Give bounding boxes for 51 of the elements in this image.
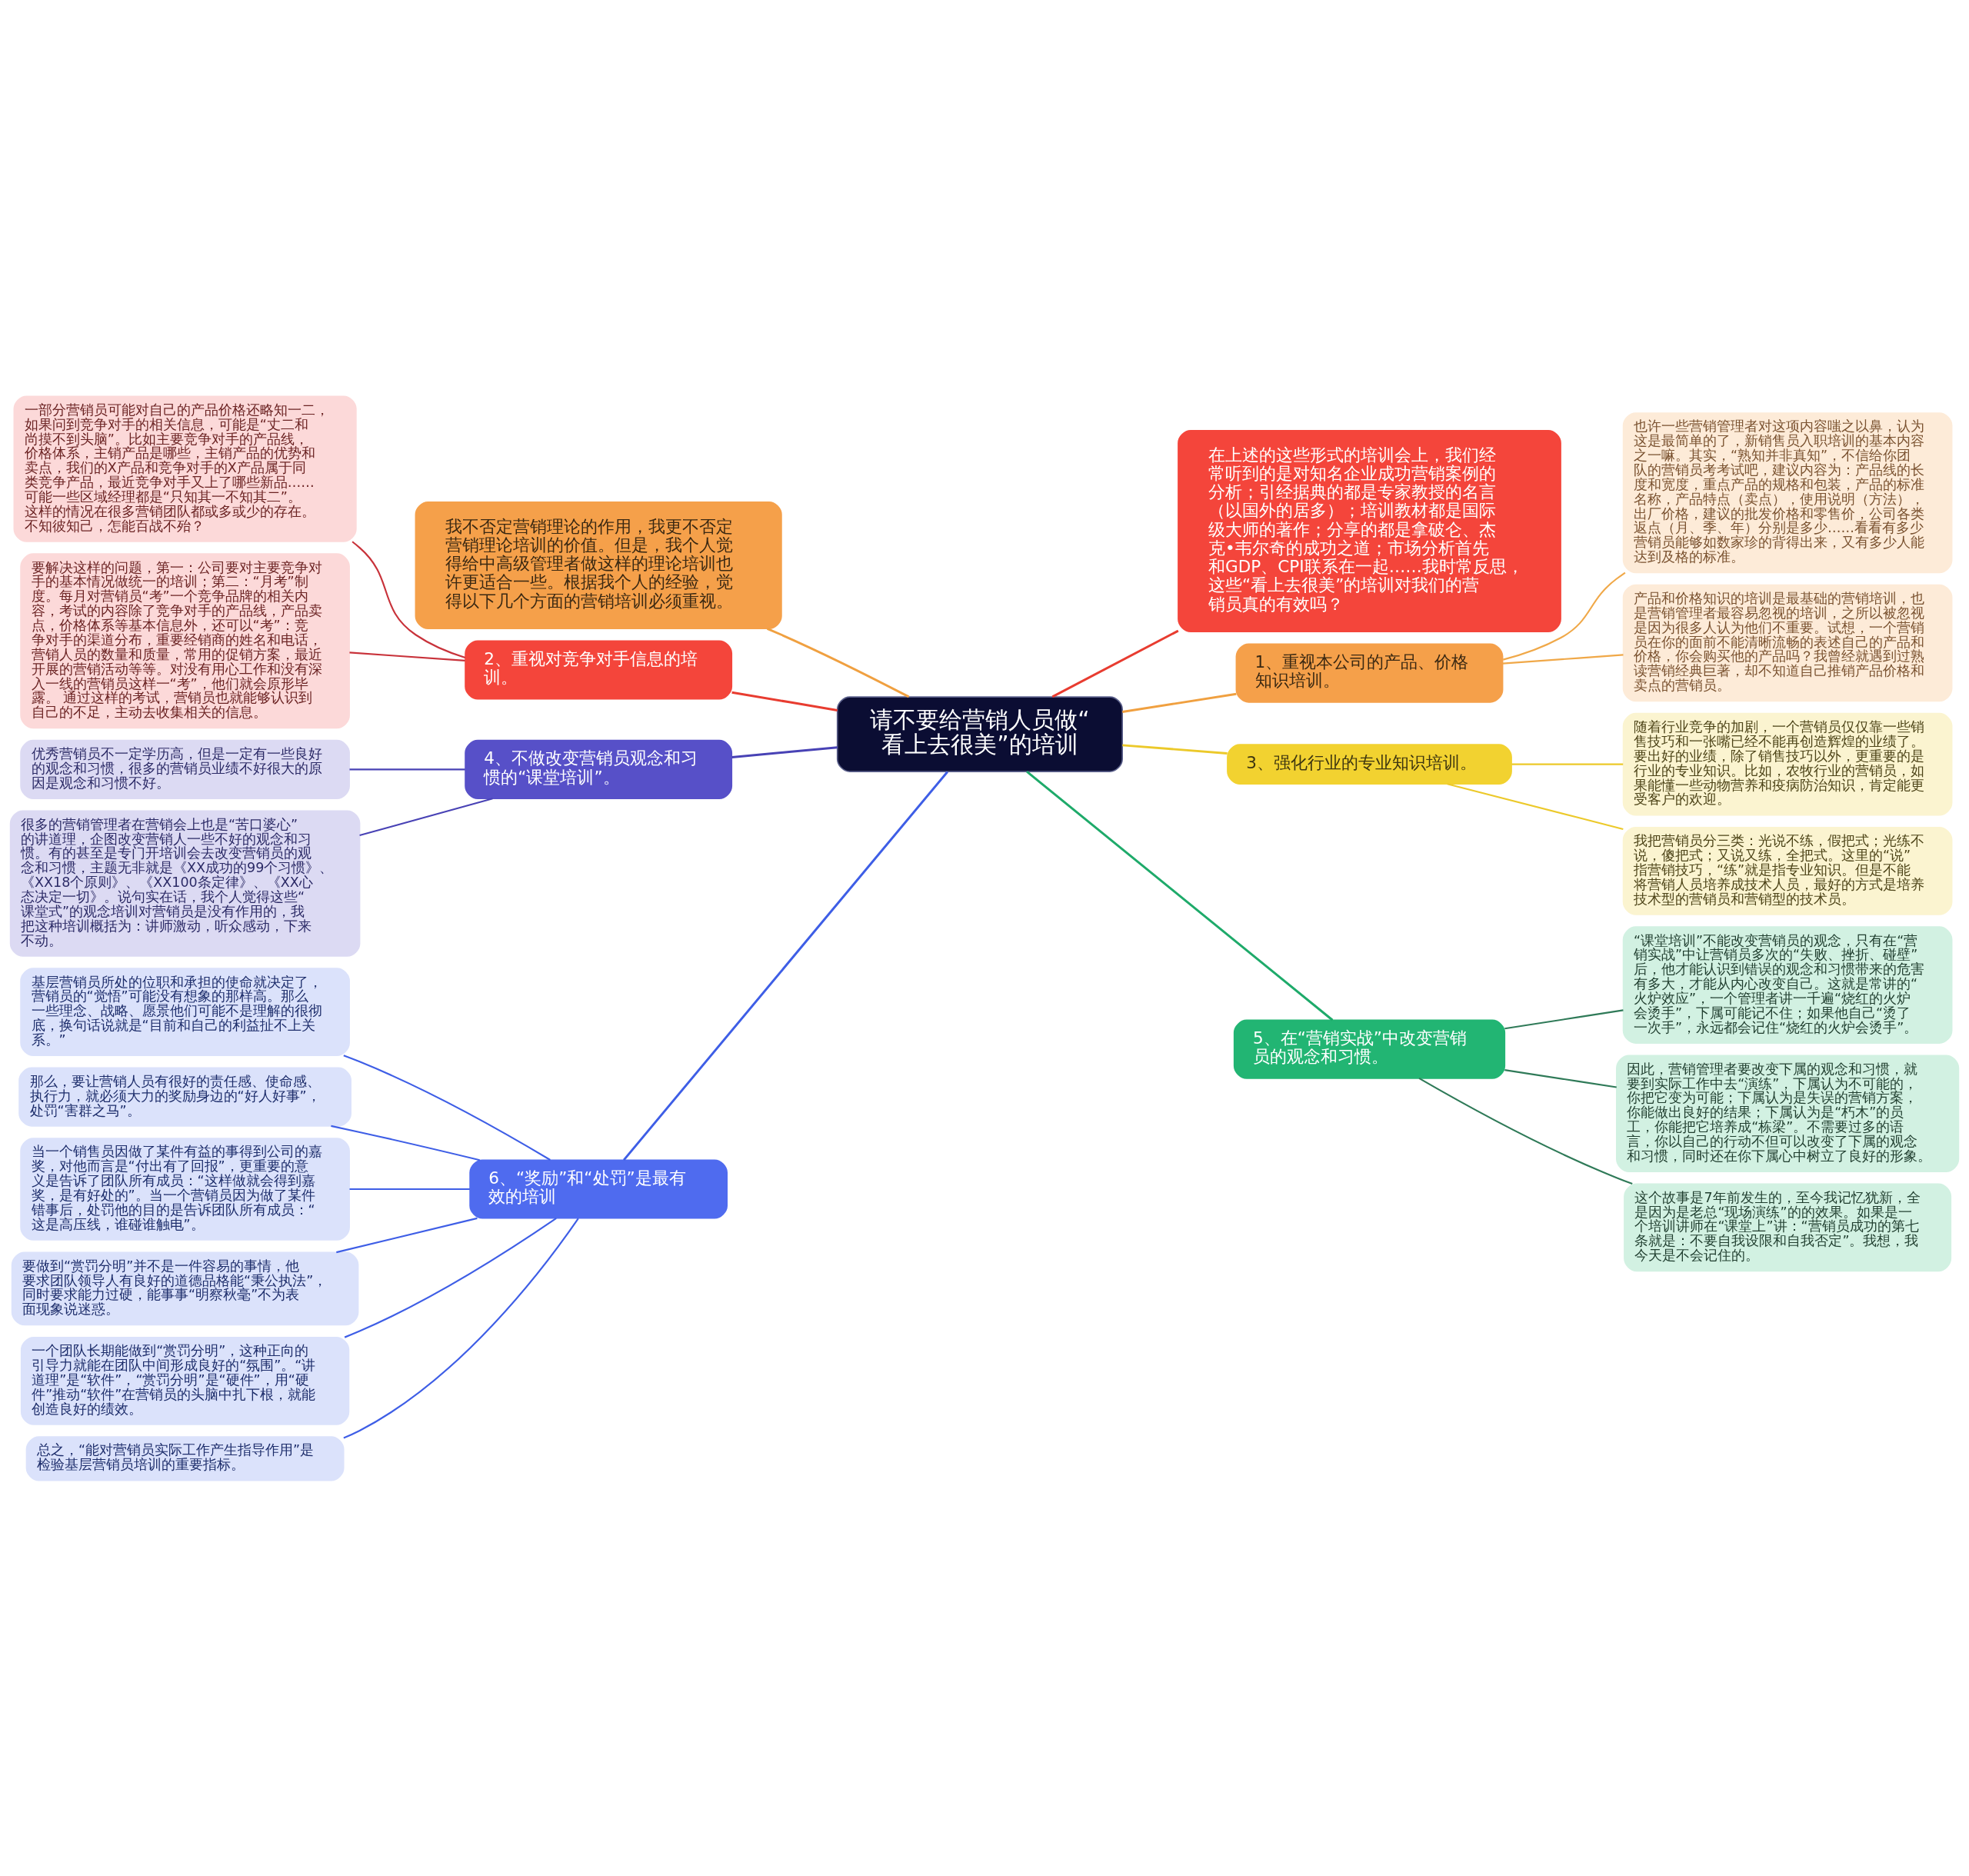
- node-box: 我不否定营销理论的作用，我更不否定营销理论培训的价值。但是，我个人觉得给中高级管理者做这样的理论培训也许更适合一些。根据我个人的经验，觉得以下几个方面的营销培训必须重视。: [415, 501, 782, 629]
- connector: [622, 771, 948, 1161]
- connector: [349, 1188, 470, 1190]
- node-box: 2、重视对竞争对手信息的培训。: [465, 640, 733, 700]
- connector: [336, 1217, 478, 1253]
- node-box: “课堂培训”不能改变营销员的观念，只有在“营销实战”中让营销员多次的“失败、挫折、碰壁”后，他才能认识到错误的观念和习惯带来的危害有多大，才能从内心改变自己。这就是常讲的“火炉效应”，一个管理者讲一千遍“烧红的火炉会烫手”，下属可能记不住；如果他自己“烫了一次手”，永远都会记住“烧红的火炉会烫手”。: [1622, 925, 1953, 1044]
- connector: [351, 540, 466, 658]
- connector: [1447, 782, 1624, 830]
- connector: [731, 691, 838, 711]
- connector: [331, 1125, 480, 1161]
- node-box: 随着行业竞争的加剧，一个营销员仅仅靠一些销售技巧和一张嘴已经不能再创造辉煌的业绩了。要出好的业绩，除了销售技巧以外，更重要的是行业的专业知识。比如，农牧行业的营销员，如果能懂一些动物营养和疫病防治知识，肯定能更受客户的欢迎。: [1622, 712, 1953, 815]
- node-box: 那么，要让营销人员有很好的责任感、使命感、执行力，就必须大力的奖励身边的“好人好事”，处罚“害群之马”。: [18, 1067, 351, 1127]
- node-box: 4、不做改变营销员观念和习惯的“课堂培训”。: [465, 739, 733, 799]
- node-box: 在上述的这些形式的培训会上，我们经常听到的是对知名企业成功营销案例的分析；引经据典的都是专家教授的名言（以国外的居多）；培训教材都是国际级大师的著作；分享的都是拿破仑、杰克•韦尔奇的成功之道；市场分析首先和GDP、CPI联系在一起……我时常反思，这些“看上去很美”的培训对我们的营销员真的有效吗？: [1178, 429, 1561, 632]
- connector: [1502, 653, 1624, 665]
- connector: [1504, 1068, 1617, 1088]
- node-box: 很多的营销管理者在营销会上也是“苦口婆心”的讲道理，企图改变营销人一些不好的观念和习惯。有的甚至是专门开培训会去改变营销员的观念和习惯，主题无非就是《XX成功的99个习惯》、《XX18个原则》、《XX100条定律》、《XX心态决定一切》。说句实在话，我个人觉得这些“课堂式”的观念培训对营销员是没有作用的，我把这种培训概括为：讲师激动，听众感动，下来不动。: [9, 810, 361, 957]
- connector: [1502, 571, 1626, 661]
- node-box: 一部分营销员可能对自己的产品价格还略知一二，如果问到竞争对手的相关信息，可能是“丈二和尚摸不到头脑”。比如主要竞争对手的产品线，价格体系，主销产品是哪些，主销产品的优势和卖点，我们的X产品和竞争对手的X产品属于同类竞争产品，最近竞争对手又上了哪些新品……可能一些区域经理都是“只知其一不知其二”。这样的情况在很多营销团队都或多或少的存在。不知彼知己，怎能百战不殆？: [13, 395, 357, 542]
- node-box: 要做到“赏罚分明”并不是一件容易的事情，他要求团队领导人有良好的道德品格能“秉公执法”，同时要求能力过硬，能事事“明察秋毫”不为表面现象说迷惑。: [11, 1251, 359, 1325]
- node-box: 一个团队长期能做到“赏罚分明”，这种正向的引导力就能在团队中间形成良好的“氛围”。“讲道理”是“软件”，“赏罚分明”是“硬件”，用“硬件”推动“软件”在营销员的头脑中扎下根，就能创造良好的绩效。: [20, 1336, 350, 1425]
- connector: [1504, 1008, 1624, 1029]
- connector: [1122, 743, 1228, 755]
- connector: [359, 797, 493, 836]
- node-box: 当一个销售员因做了某件有益的事得到公司的嘉奖，对他而言是“付出有了回报”，更重要的意义是告诉了团队所有成员：“这样做就会得到嘉奖，是有好处的”。当一个营销员因为做了某件错事后，处罚他的目的是告诉团队所有成员：“这是高压线，谁碰谁触电”。: [20, 1137, 350, 1241]
- node-box: 6、“奖励”和“处罚”是最有效的培训: [469, 1159, 728, 1219]
- connector: [343, 1217, 579, 1438]
- connector: [1511, 763, 1624, 765]
- node-box: 优秀营销员不一定学历高，但是一定有一些良好的观念和习惯，很多的营销员业绩不好很大的原因是观念和习惯不好。: [20, 739, 350, 799]
- connector: [1051, 629, 1179, 698]
- connector: [766, 627, 910, 698]
- node-box: 5、在“营销实战”中改变营销员的观念和习惯。: [1233, 1019, 1506, 1079]
- node-box: 1、重视本公司的产品、价格知识培训。: [1235, 643, 1504, 703]
- node-box: 也许一些营销管理者对这项内容嗤之以鼻，认为这是最简单的了，新销售员入职培训的基本内容之一嘛。其实，“熟知并非真知”，不信给你团队的营销员考考试吧，建议内容为：产品线的长度和宽度，重点产品的规格和包装，产品的标准名称，产品特点（卖点），使用说明（方法），出厂价格，建议的批发价格和零售价，公司各类返点（月、季、年）分别是多少……看看有多少营销员能够如数家珍的背得出来，又有多少人能达到及格的标准。: [1622, 412, 1953, 573]
- connector: [349, 768, 465, 770]
- node-box: 3、强化行业的专业知识培训。: [1227, 743, 1512, 785]
- node-box: 请不要给营销人员做“看上去很美”的培训: [836, 695, 1123, 772]
- connector: [731, 745, 838, 758]
- connector: [1026, 770, 1334, 1021]
- connector: [343, 1054, 551, 1161]
- connector: [1418, 1077, 1633, 1185]
- node-box: 基层营销员所处的位职和承担的使命就决定了，营销员的“觉悟”可能没有想象的那样高。那么一些理念、战略、愿景他们可能不是理解的很彻底，换句话说就是“目前和自己的利益扯不上关系。”: [20, 967, 350, 1056]
- node-box: 因此，营销管理者要改变下属的观念和习惯，就要到实际工作中去“演练”，下属认为不可能的，你把它变为可能；下属认为是失误的营销方案，你能做出良好的结果；下属认为是“朽木”的员工，你能把它培养成“栋梁”。不需要过多的语言，你以自己的行动不但可以改变了下属的观念和习惯，同时还在你下属心中树立了良好的形象。: [1616, 1054, 1960, 1172]
- node-box: 这个故事是7年前发生的，至今我记忆犹新，全是因为是老总“现场演练”的的效果。如果是一个培训讲师在“课堂上”讲：“营销员成功的第七条就是：不要自我设限和自我否定”。我想，我今天是不会记住的。: [1624, 1183, 1952, 1271]
- node-box: 总之，“能对营销员实际工作产生指导作用”是检验基层营销员培训的重要指标。: [25, 1435, 345, 1481]
- connector: [349, 651, 465, 661]
- node-box: 我把营销员分三类：光说不练，假把式；光练不说，傻把式；又说又练，全把式。这里的“说”指营销技巧，“练”就是指专业知识。但是不能将营销人员培养成技术人员，最好的方式是培养技术型的营销员和营销型的技术员。: [1622, 826, 1953, 915]
- node-box: 产品和价格知识的培训是最基础的营销培训，也是营销管理者最容易忽视的培训，之所以被忽视是因为很多人认为他们不重要。试想，一个营销员在你的面前不能清晰流畅的表述自己的产品和价格，你会购买他的产品吗？我曾经就遇到过熟读营销经典巨著，却不知道自己推销产品价格和卖点的营销员。: [1622, 584, 1953, 701]
- connector: [1122, 692, 1237, 713]
- connector: [344, 1217, 557, 1338]
- node-box: 要解决这样的问题，第一：公司要对主要竞争对手的基本情况做统一的培训；第二：“月考”制度。每月对营销员“考”一个竞争品牌的相关内容，考试的内容除了竞争对手的产品线，产品卖点，价格体系等基本信息外，还可以“考”：竞争对手的渠道分布，重要经销商的姓名和电话，营销人员的数量和质量，常用的促销方案，最近开展的营销活动等等。对没有用心工作和没有深入一线的营销员这样一“考”，他们就会原形毕露。 通过这样的考试，营销员也就能够认识到自己的不足，主动去收集相关的信息。: [20, 552, 350, 728]
